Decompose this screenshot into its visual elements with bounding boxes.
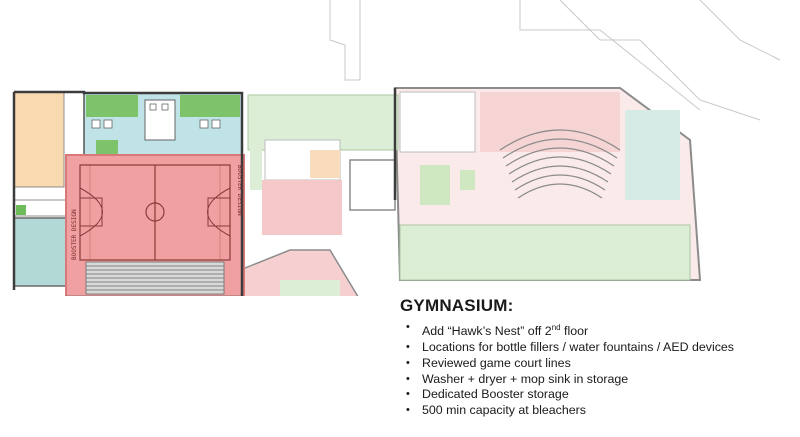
floor-plan: BOOSTER DESIGN BOOSTER DESIGN [12,0,781,296]
court-label-left: BOOSTER DESIGN [71,209,78,260]
list-item: • 500 min capacity at bleachers [406,403,586,418]
bullet-icon: • [406,356,410,369]
list-item: • Reviewed game court lines [406,355,571,370]
east-wing [393,87,702,281]
site-outline [329,0,781,121]
bullet-icon: • [406,321,410,333]
court-label-right: BOOSTER DESIGN [236,165,243,216]
building-walls [12,88,397,296]
locker-rooms [83,92,243,156]
auditorium-seating [499,129,621,199]
list-item: • Dedicated Booster storage [406,387,569,402]
bullet-icon: • [406,404,410,417]
notes-title: GYMNASIUM: [400,296,514,315]
bleachers [85,261,225,295]
south-wing [239,249,359,296]
bullet-icon: • [406,372,410,385]
west-rooms [13,91,70,287]
gymnasium-notes: GYMNASIUM: • Add “Hawk’s Nest” off 2nd f… [400,296,800,419]
list-item: • Washer + dryer + mop sink in storage [406,371,629,386]
classroom-wing [247,94,399,235]
bullet-icon: • [406,340,410,353]
notes-list: • Add “Hawk’s Nest” off 2nd floor • Loca… [400,320,800,419]
bullet-icon: • [406,388,410,401]
list-item: • Add “Hawk’s Nest” off 2nd floor [406,321,589,339]
list-item: • Locations for bottle fillers / water f… [406,339,734,354]
